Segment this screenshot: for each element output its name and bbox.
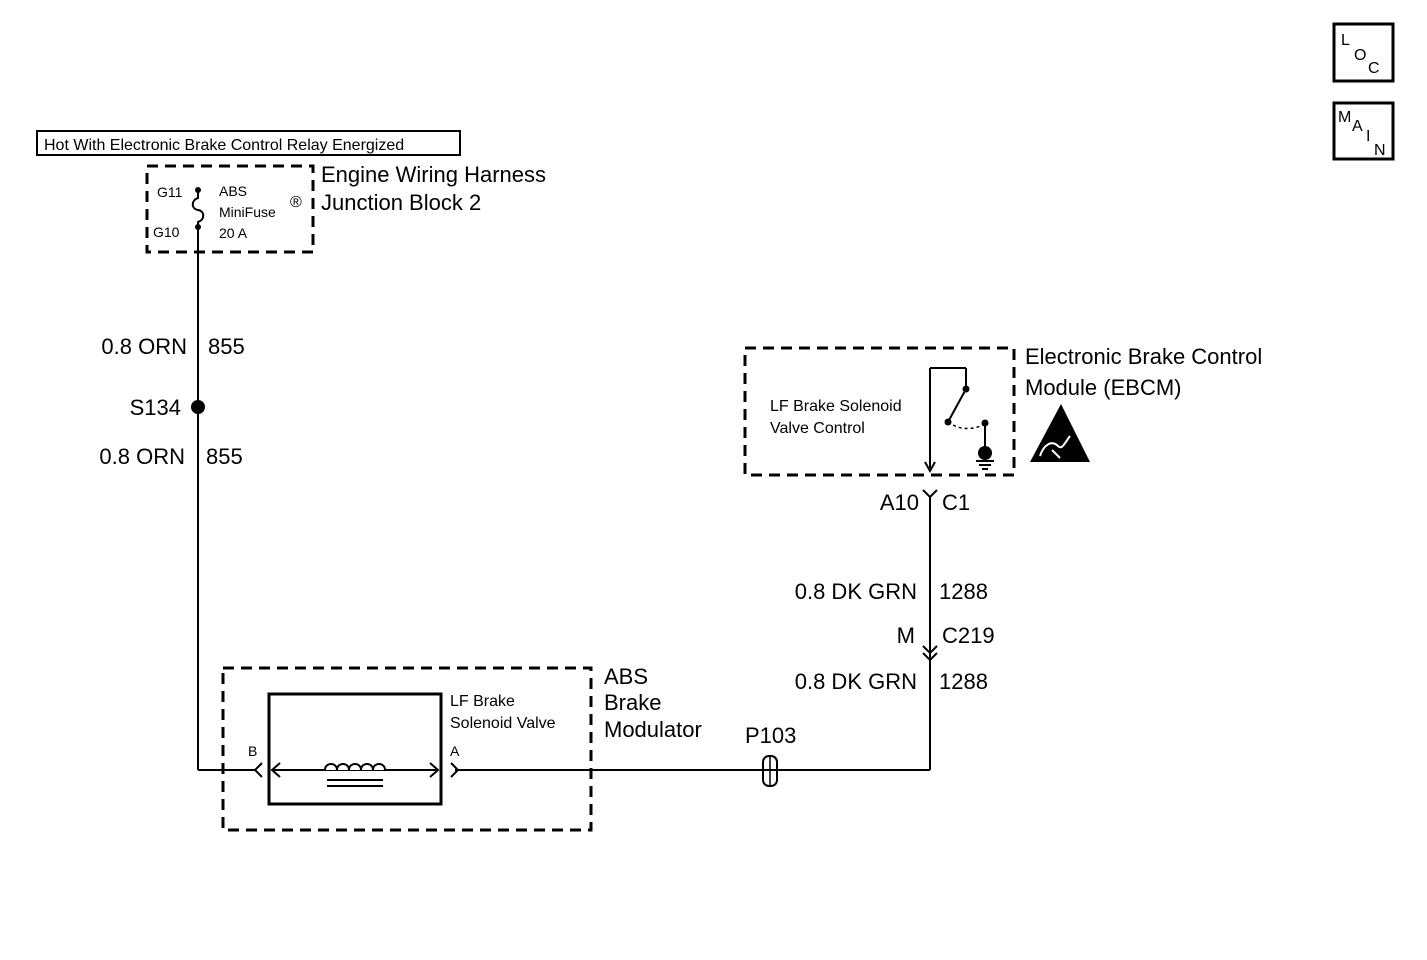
solenoid-coil-icon [270,762,440,787]
splice-dot [191,400,205,414]
modulator-title-2: Brake [604,690,661,715]
main-letter-m: M [1338,109,1351,126]
right-wire-lower-circuit: 1288 [939,669,988,694]
main-button[interactable]: M A I N [1332,101,1395,161]
valve-label-1: LF Brake [450,693,515,710]
left-wire-lower-spec: 0.8 ORN [99,444,185,469]
left-wire [197,227,255,771]
ebcm-title-2: Module (EBCM) [1025,375,1181,400]
modulator-pin-a: A [450,743,460,759]
inline-connector-label: C219 [942,623,995,648]
fuse-pin-top: G11 [157,184,183,200]
ebcm-inner-label-2: Valve Control [770,420,865,437]
loc-button[interactable]: L O C [1332,22,1395,83]
fuse-icon [191,187,205,230]
pass-through-grommet-icon [755,755,785,787]
fuse-label-1: ABS [219,183,247,199]
junction-block-title-2: Junction Block 2 [321,190,481,215]
main-letter-a: A [1352,118,1363,135]
right-wire-lower-spec: 0.8 DK GRN [795,669,917,694]
ebcm-inner-label-1: LF Brake Solenoid [770,398,902,415]
loc-letter-l: L [1341,32,1350,49]
left-wire-lower-circuit: 855 [206,444,243,469]
solenoid-valve-box [267,692,443,806]
ebcm-switch-icon [924,367,994,474]
junction-block-title-1: Engine Wiring Harness [321,162,546,187]
right-wire [455,497,931,771]
fuse-label-2: MiniFuse [219,204,276,220]
modulator-outline [221,666,593,832]
main-letter-n: N [1374,142,1386,159]
loc-letter-c: C [1368,60,1380,77]
valve-label-2: Solenoid Valve [450,715,556,732]
right-wire-upper-circuit: 1288 [939,579,988,604]
main-letter-i: I [1366,128,1370,145]
left-wire-upper-spec: 0.8 ORN [101,334,187,359]
modulator-pin-b: B [248,743,257,759]
modulator-title-3: Modulator [604,717,702,742]
fuse-pin-bottom: G10 [153,224,180,240]
ebcm-title-1: Electronic Brake Control [1025,344,1262,369]
pin-a-connector [450,762,460,778]
right-wire-upper-spec: 0.8 DK GRN [795,579,917,604]
ebcm-connector-c1 [922,489,938,499]
fuse-label-3: 20 A [219,225,248,241]
pin-b-connector [253,762,263,778]
ebcm-connector-label: C1 [942,490,970,515]
junction-block-outline [145,164,315,254]
fuse-registered-mark: ® [290,194,302,211]
splice-label: S134 [130,395,181,420]
power-label: Hot With Electronic Brake Control Relay … [44,137,404,154]
power-label-box: Hot With Electronic Brake Control Relay … [36,130,461,156]
ebcm-pin-label: A10 [880,490,919,515]
pass-through-label: P103 [745,723,796,748]
inline-pin-label: M [897,623,915,648]
left-wire-upper-circuit: 855 [208,334,245,359]
loc-letter-o: O [1354,47,1366,64]
inline-connector-c219 [922,645,938,662]
ebcm-outline [743,346,1016,477]
modulator-title-1: ABS [604,664,648,689]
esd-warning-icon [1030,404,1090,462]
